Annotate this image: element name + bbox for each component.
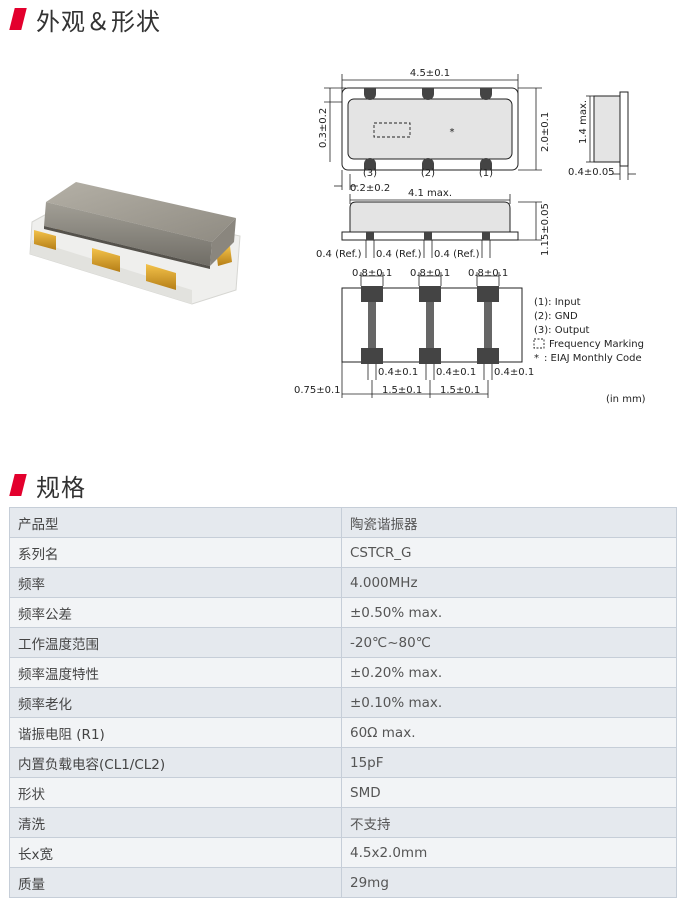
spec-key: 系列名	[9, 537, 342, 568]
spec-value: 4.5x2.0mm	[341, 837, 677, 868]
table-row: 内置负载电容(CL1/CL2)15pF	[9, 747, 677, 778]
table-row: 清洗不支持	[9, 807, 677, 838]
spec-value: 4.000MHz	[341, 567, 677, 598]
legend-output: (3): Output	[534, 325, 590, 336]
dim-gap-1: 0.4±0.1	[378, 367, 418, 378]
legend-frequency-marking: Frequency Marking	[549, 339, 644, 350]
dim-ref-3: 0.4 (Ref.)	[434, 249, 480, 260]
dim-side-margin: 0.2±0.2	[350, 183, 390, 194]
table-row: 频率温度特性±0.20% max.	[9, 657, 677, 688]
table-row: 谐振电阻 (R1)60Ω max.	[9, 717, 677, 748]
spec-key: 频率老化	[9, 687, 342, 718]
spec-value: SMD	[341, 777, 677, 808]
pin-label-2: (2)	[421, 168, 435, 179]
section-heading-spec: 规格	[9, 468, 86, 502]
spec-key: 频率温度特性	[9, 657, 342, 688]
front-view-body	[341, 201, 519, 241]
spec-value: 不支持	[341, 807, 677, 838]
table-row: 频率公差±0.50% max.	[9, 597, 677, 628]
spec-key: 质量	[9, 867, 342, 898]
spec-value: 60Ω max.	[341, 717, 677, 748]
spec-value: ±0.50% max.	[341, 597, 677, 628]
dim-gap-3: 0.4±0.1	[494, 367, 534, 378]
dim-ref-2: 0.4 (Ref.)	[376, 249, 422, 260]
spec-value: -20℃~80℃	[341, 627, 677, 658]
spec-key: 长x宽	[9, 837, 342, 868]
dim-top-margin: 0.3±0.2	[318, 108, 329, 148]
spec-key: 产品型	[9, 507, 342, 538]
red-accent-mark	[9, 474, 27, 496]
dim-pad-width-1: 0.8±0.1	[352, 268, 392, 279]
legend: (1): Input (2): GND (3): Output Frequenc…	[533, 297, 644, 364]
spec-value: 29mg	[341, 867, 677, 898]
section-heading-shape: 外观＆形状	[9, 2, 161, 36]
dim-pad-width-2: 0.8±0.1	[410, 268, 450, 279]
spec-value: CSTCR_G	[341, 537, 677, 568]
table-row: 工作温度范围-20℃~80℃	[9, 627, 677, 658]
spec-value: 陶瓷谐振器	[341, 507, 677, 538]
spec-value: 15pF	[341, 747, 677, 778]
spec-key: 频率	[9, 567, 342, 598]
pin-label-1: (1)	[479, 168, 493, 179]
dim-side-thickness: 0.4±0.05	[568, 167, 615, 178]
pin-label-3: (3)	[363, 168, 377, 179]
legend-gnd: (2): GND	[534, 311, 578, 322]
legend-monthly-code: : EIAJ Monthly Code	[544, 353, 642, 364]
unit-label: (in mm)	[606, 394, 646, 405]
table-row: 频率老化±0.10% max.	[9, 687, 677, 718]
spec-key: 清洗	[9, 807, 342, 838]
red-accent-mark	[9, 8, 27, 30]
spec-value: ±0.10% max.	[341, 687, 677, 718]
section-title: 外观＆形状	[36, 7, 161, 36]
spec-key: 形状	[9, 777, 342, 808]
dim-edge: 0.75±0.1	[294, 385, 341, 396]
section-title: 规格	[36, 473, 86, 502]
spec-key: 频率公差	[9, 597, 342, 628]
legend-star: *	[534, 353, 539, 364]
spec-key: 谐振电阻 (R1)	[9, 717, 342, 748]
dim-pitch-1: 1.5±0.1	[382, 385, 422, 396]
spec-key: 内置负载电容(CL1/CL2)	[9, 747, 342, 778]
top-view-body	[341, 87, 519, 171]
dim-pad-width-3: 0.8±0.1	[468, 268, 508, 279]
dimension-drawing: 4.5±0.1 0.3±0.2 2.0±0.1 0.2±0.2 * (3) (2…	[294, 68, 646, 405]
dim-ref-1: 0.4 (Ref.)	[316, 249, 362, 260]
dim-height-side: 1.15±0.05	[540, 203, 551, 256]
side-view-body	[593, 91, 629, 167]
dim-gap-2: 0.4±0.1	[436, 367, 476, 378]
dim-width: 2.0±0.1	[540, 112, 551, 152]
dim-pitch-2: 1.5±0.1	[440, 385, 480, 396]
top-view-dimensions	[324, 74, 542, 190]
dim-total-length: 4.5±0.1	[410, 68, 450, 79]
dim-height-max: 1.4 max.	[578, 100, 589, 144]
spec-key: 工作温度范围	[9, 627, 342, 658]
land-pattern	[341, 286, 523, 364]
spec-value: ±0.20% max.	[341, 657, 677, 688]
monthly-code-asterisk: *	[450, 127, 455, 138]
dim-body-length: 4.1 max.	[408, 188, 452, 199]
product-photo	[29, 182, 241, 305]
table-row: 产品型陶瓷谐振器	[9, 507, 677, 538]
legend-input: (1): Input	[534, 297, 581, 308]
